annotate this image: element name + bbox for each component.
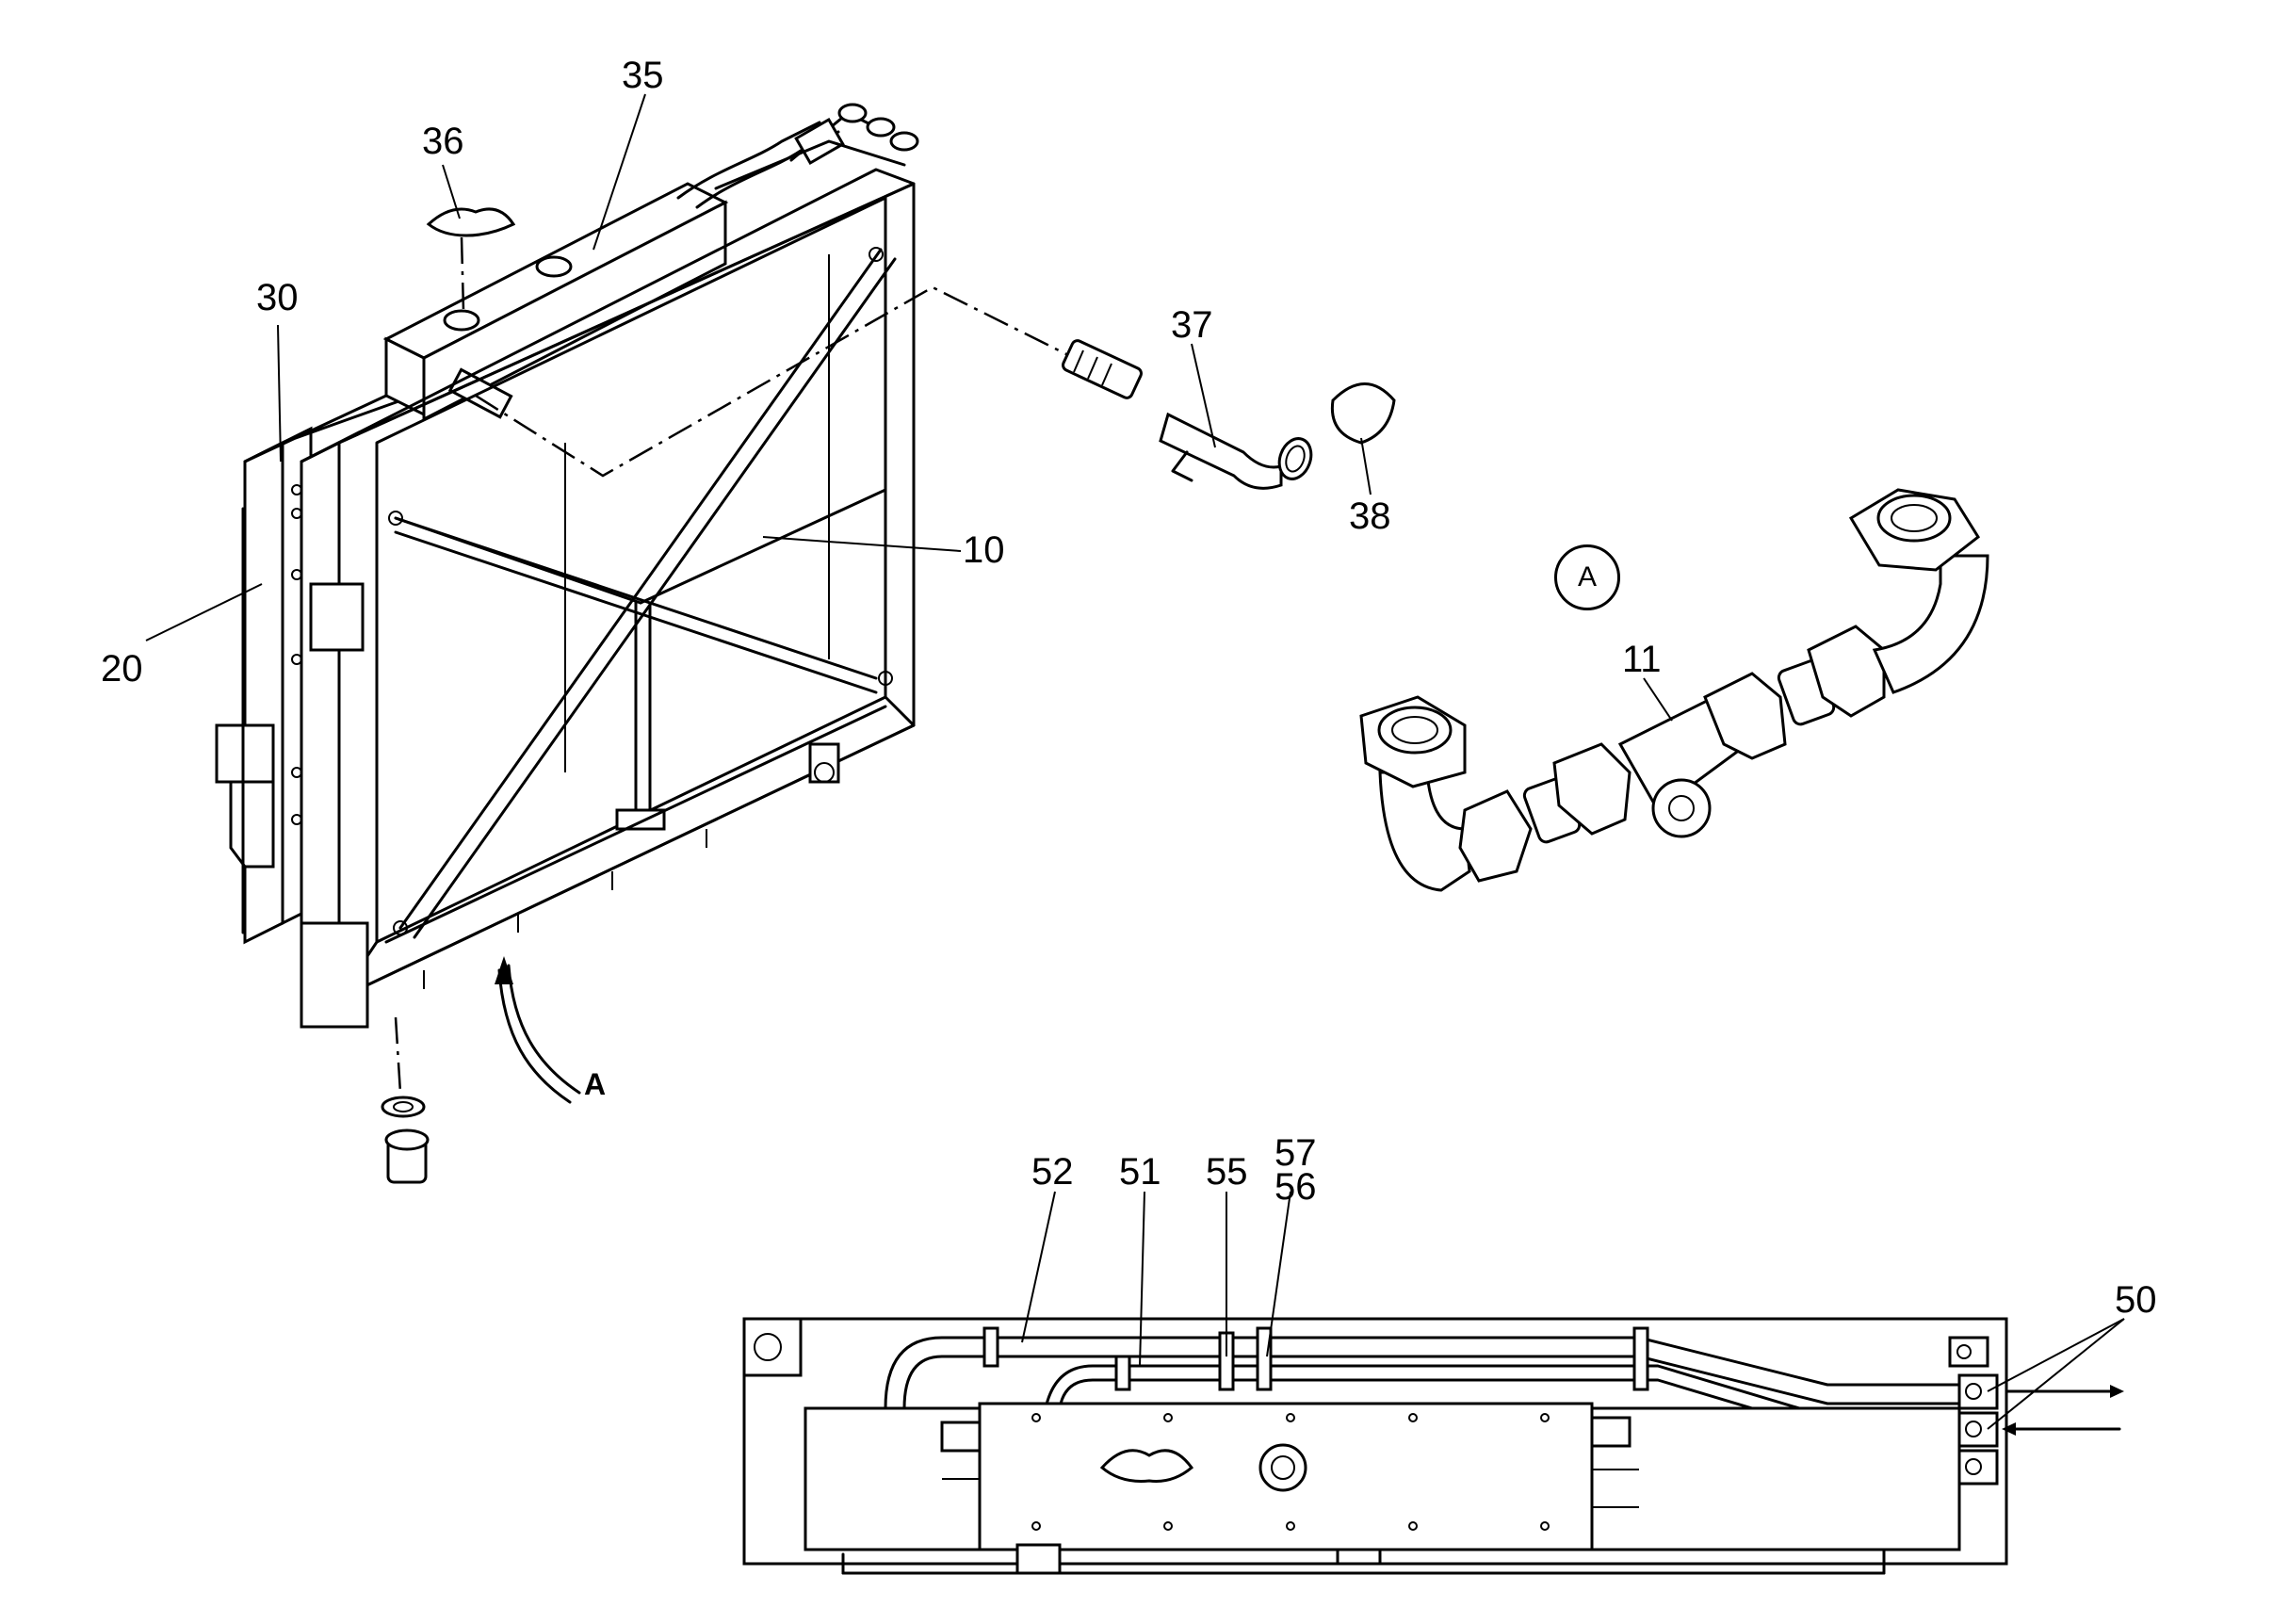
label-52: 52	[1031, 1151, 1074, 1193]
label-20: 20	[101, 648, 143, 690]
view-a-arrow	[495, 956, 581, 1104]
label-30: 30	[256, 277, 299, 318]
label-36: 36	[422, 121, 464, 162]
label-55: 55	[1206, 1151, 1248, 1193]
label-37: 37	[1171, 304, 1213, 346]
label-38: 38	[1349, 495, 1391, 537]
detail-a-circle: A	[1554, 544, 1620, 610]
label-57: 57	[1274, 1132, 1317, 1174]
label-51: 51	[1119, 1151, 1161, 1193]
radiator-assembly	[215, 103, 919, 1184]
fitting-assembly-11	[1359, 488, 1989, 892]
view-a-label: A	[584, 1067, 607, 1101]
label-50: 50	[2115, 1279, 2157, 1321]
hose-assembly-37	[1062, 339, 1313, 490]
label-56: 56	[1274, 1166, 1317, 1208]
radiator-cap-36	[426, 207, 516, 312]
top-view-assembly	[742, 1317, 2124, 1575]
label-35: 35	[622, 55, 664, 96]
plug-cap-38	[1330, 382, 1396, 445]
label-11: 11	[1622, 639, 1662, 680]
label-10: 10	[963, 529, 1005, 571]
leader-lines	[145, 93, 2125, 1430]
pipe-centreline	[475, 285, 1075, 478]
